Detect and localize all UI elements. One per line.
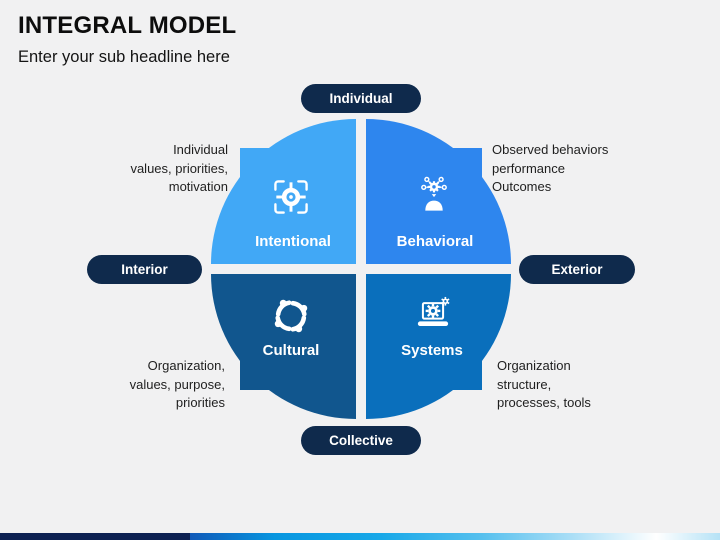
quadrant-intentional-shape: [240, 148, 356, 264]
quadrant-intentional: Intentional: [211, 119, 356, 264]
quadrant-behavioral-shape: [366, 148, 482, 264]
note-line: performance: [492, 160, 565, 176]
quadrant-cultural: Cultural: [211, 274, 356, 419]
note-line: Individual: [173, 142, 228, 157]
bottom-bar-navy-segment: [0, 533, 190, 540]
quadrant-label: Cultural: [262, 342, 320, 359]
note-line: processes, tools: [497, 395, 591, 410]
note-line: structure,: [497, 376, 552, 392]
note-line: values, purpose,: [129, 376, 225, 392]
pill-interior: Interior: [87, 255, 202, 284]
note-line: values, priorities,: [130, 160, 228, 176]
note-systems: Organization structure, processes, tools: [497, 357, 669, 413]
team-swirl-icon: [269, 294, 313, 338]
pill-exterior: Exterior: [519, 255, 635, 284]
page-title: INTEGRAL MODEL: [18, 12, 237, 39]
quadrant-systems-shape: [366, 274, 482, 390]
bottom-accent-bar: [0, 533, 720, 540]
note-line: Outcomes: [492, 179, 552, 194]
note-line: Organization: [497, 358, 571, 373]
note-intentional: Individual values, priorities, motivatio…: [56, 141, 228, 197]
quadrant-label: Intentional: [255, 233, 331, 250]
note-line: motivation: [168, 179, 228, 194]
laptop-gears-icon: [411, 293, 455, 337]
quadrant-label: Behavioral: [396, 233, 474, 250]
pill-collective-label: Collective: [329, 433, 393, 448]
target-focus-icon: [269, 175, 313, 219]
note-behavioral: Observed behaviors performance Outcomes: [492, 141, 664, 197]
quadrant-systems: Systems: [366, 274, 511, 419]
pill-exterior-label: Exterior: [551, 262, 603, 277]
pill-individual-label: Individual: [329, 91, 393, 106]
pill-collective: Collective: [301, 426, 421, 455]
note-cultural: Organization, values, purpose, prioritie…: [53, 357, 225, 413]
person-gears-network-icon: [412, 174, 456, 218]
integral-model-circle: Intentional: [211, 119, 511, 419]
quadrant-behavioral: Behavioral: [366, 119, 511, 264]
note-line: Organization,: [147, 358, 225, 373]
page-subtitle: Enter your sub headline here: [18, 48, 230, 66]
quadrant-label: Systems: [401, 342, 463, 359]
note-line: Observed behaviors: [492, 142, 609, 157]
note-line: priorities: [175, 395, 225, 410]
pill-individual: Individual: [301, 84, 421, 113]
bottom-bar-gradient-segment: [190, 533, 720, 540]
pill-interior-label: Interior: [121, 262, 168, 277]
